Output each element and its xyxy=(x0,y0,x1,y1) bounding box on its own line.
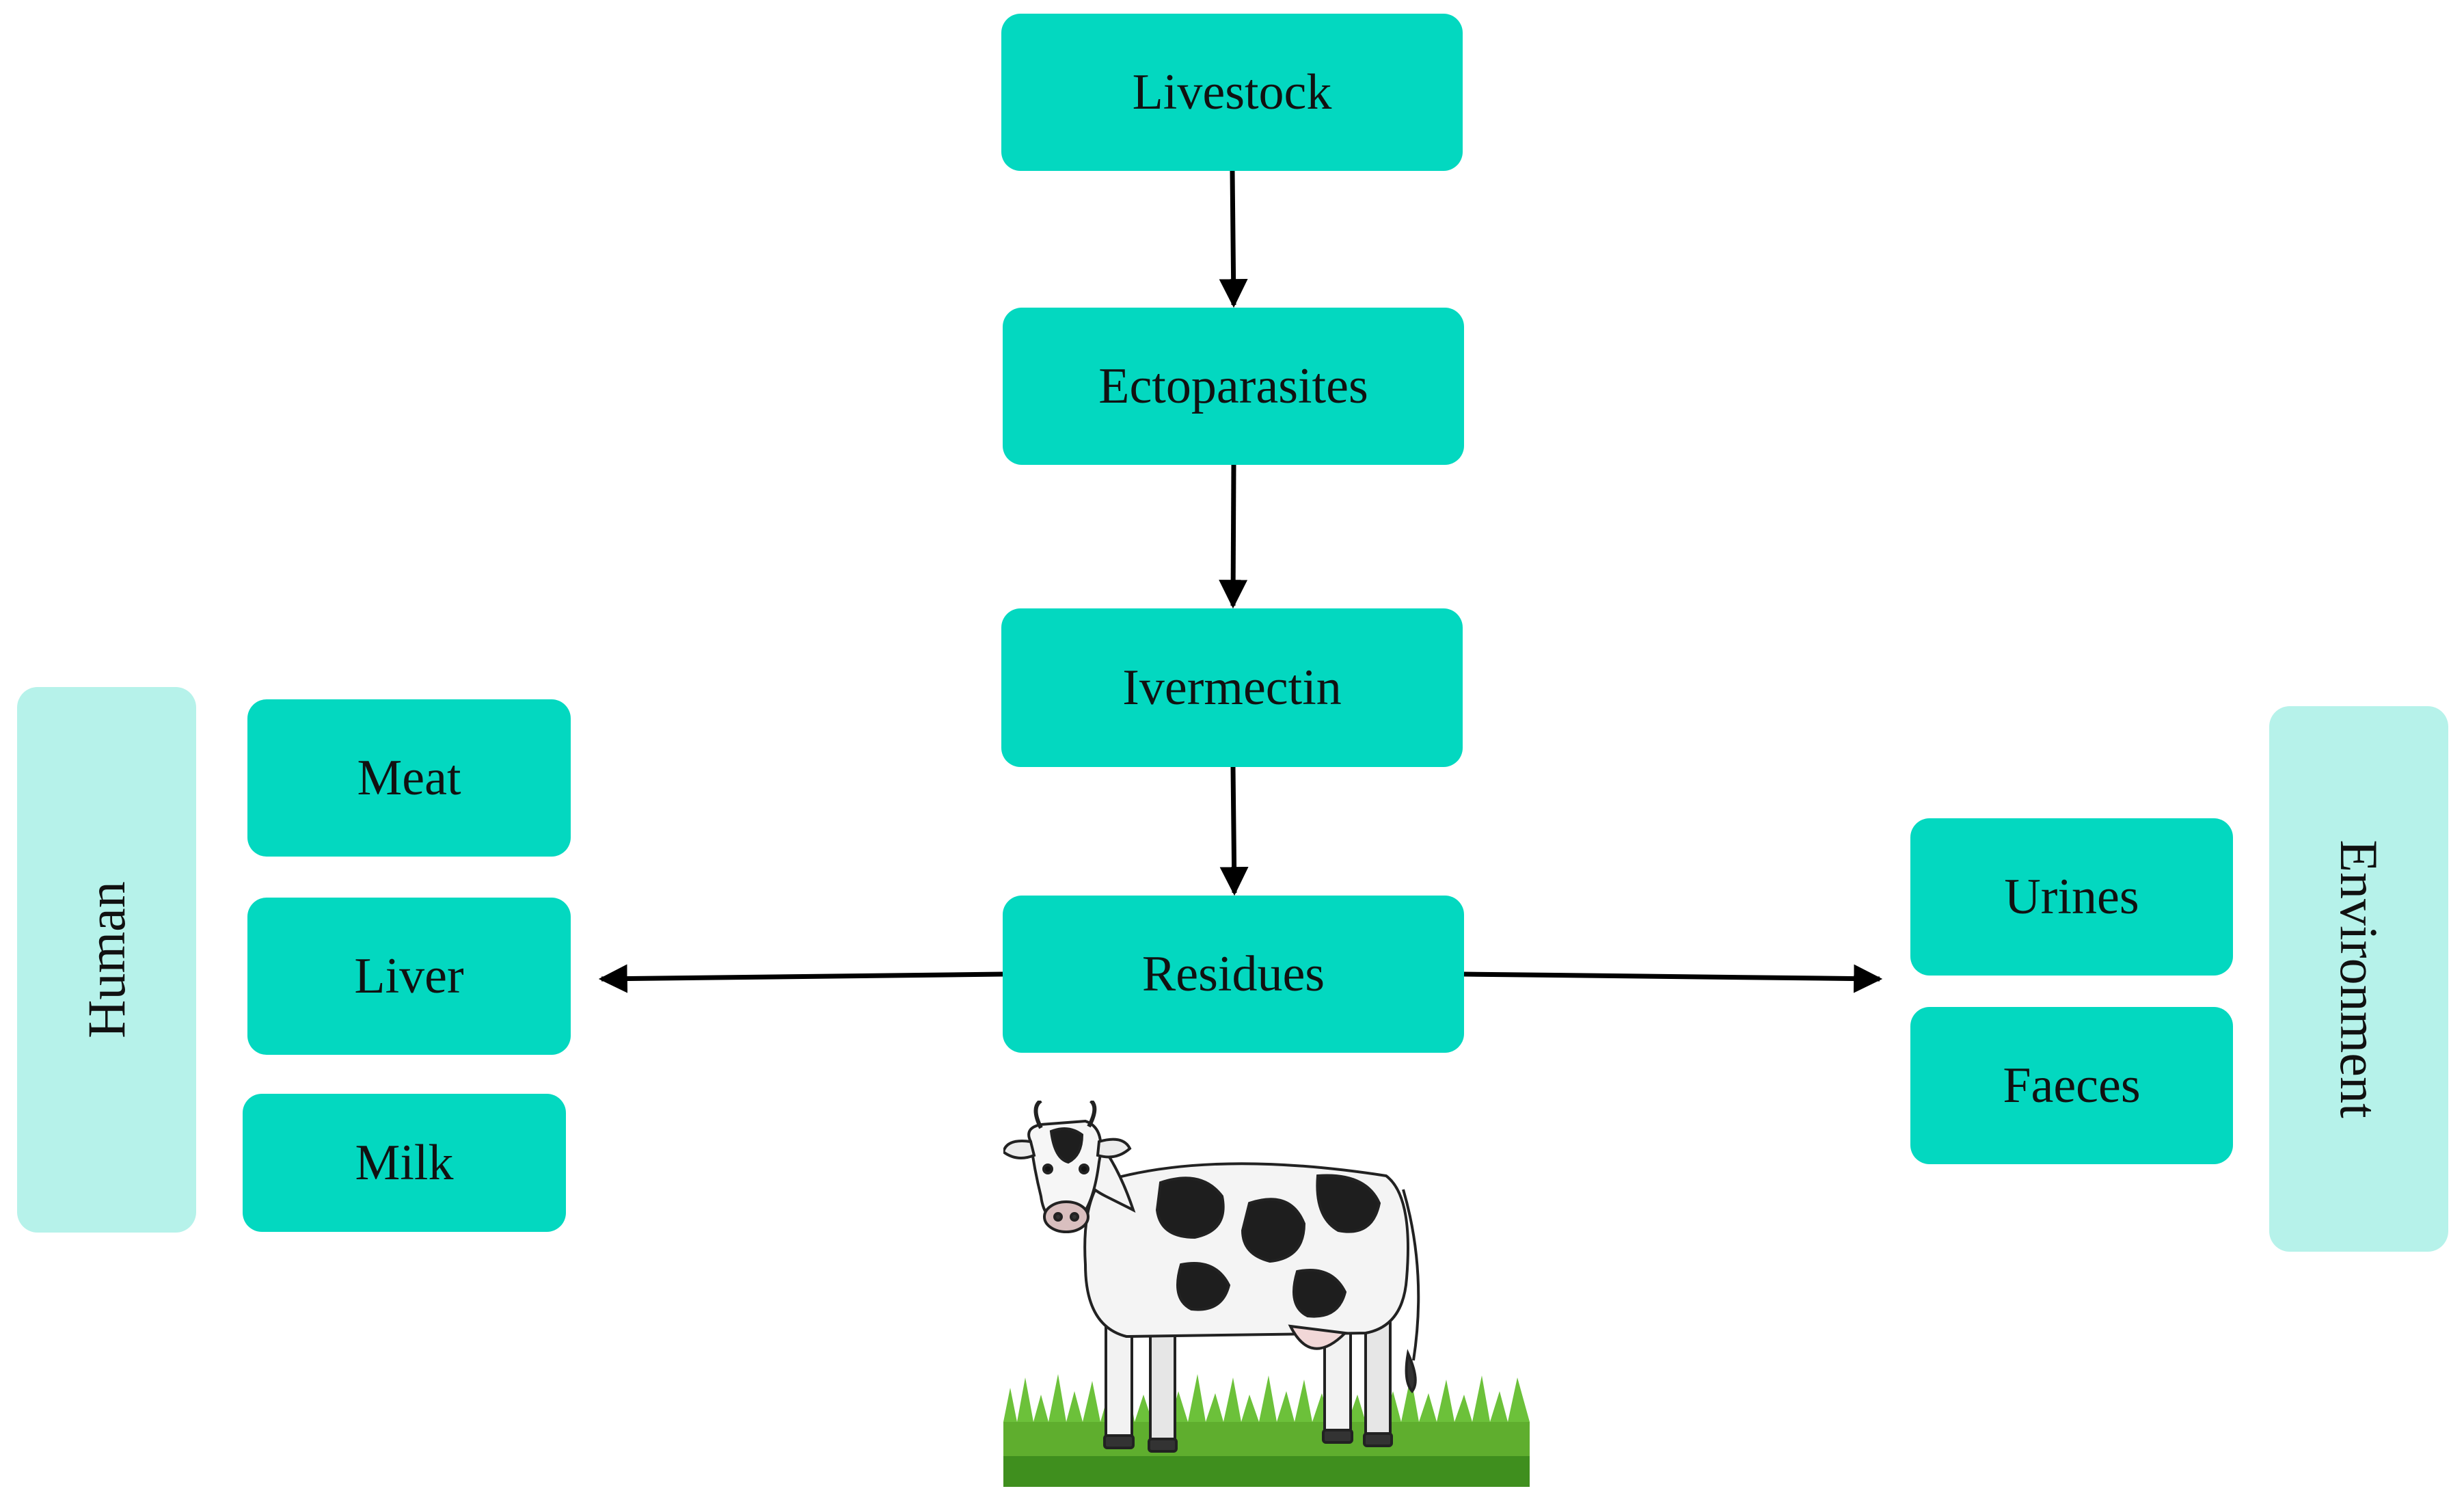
urines-label: Urines xyxy=(2004,868,2139,925)
cow-illustration xyxy=(1003,1101,1530,1487)
residues-box: Residues xyxy=(1003,896,1464,1053)
liver-box: Liver xyxy=(247,898,571,1055)
arrow-residues-to-environment xyxy=(1463,964,1883,993)
ivermectin-label: Ivermectin xyxy=(1122,659,1342,716)
meat-box: Meat xyxy=(247,699,571,857)
urines-box: Urines xyxy=(1910,818,2233,976)
milk-box: Milk xyxy=(243,1094,566,1232)
milk-label: Milk xyxy=(355,1134,454,1191)
grass-icon xyxy=(1003,1374,1530,1487)
residues-label: Residues xyxy=(1141,945,1325,1002)
ectoparasites-box: Ectoparasites xyxy=(1003,308,1464,465)
arrow-residues-to-human xyxy=(598,964,1003,993)
meat-label: Meat xyxy=(357,749,461,806)
faeces-label: Faeces xyxy=(2003,1057,2141,1114)
livestock-box: Livestock xyxy=(1001,14,1463,171)
cow-icon xyxy=(1003,1101,1420,1453)
liver-label: Liver xyxy=(354,947,464,1004)
arrow-ivermectin-to-residues xyxy=(1219,766,1249,896)
environment-panel: Environment xyxy=(2269,706,2448,1252)
human-panel: Human xyxy=(17,687,196,1233)
arrow-livestock-to-ectoparasites xyxy=(1219,170,1248,308)
faeces-box: Faeces xyxy=(1910,1007,2233,1164)
livestock-label: Livestock xyxy=(1132,64,1332,120)
ivermectin-box: Ivermectin xyxy=(1001,608,1463,767)
arrow-ectoparasites-to-ivermectin xyxy=(1219,464,1248,609)
ectoparasites-label: Ectoparasites xyxy=(1098,358,1368,414)
